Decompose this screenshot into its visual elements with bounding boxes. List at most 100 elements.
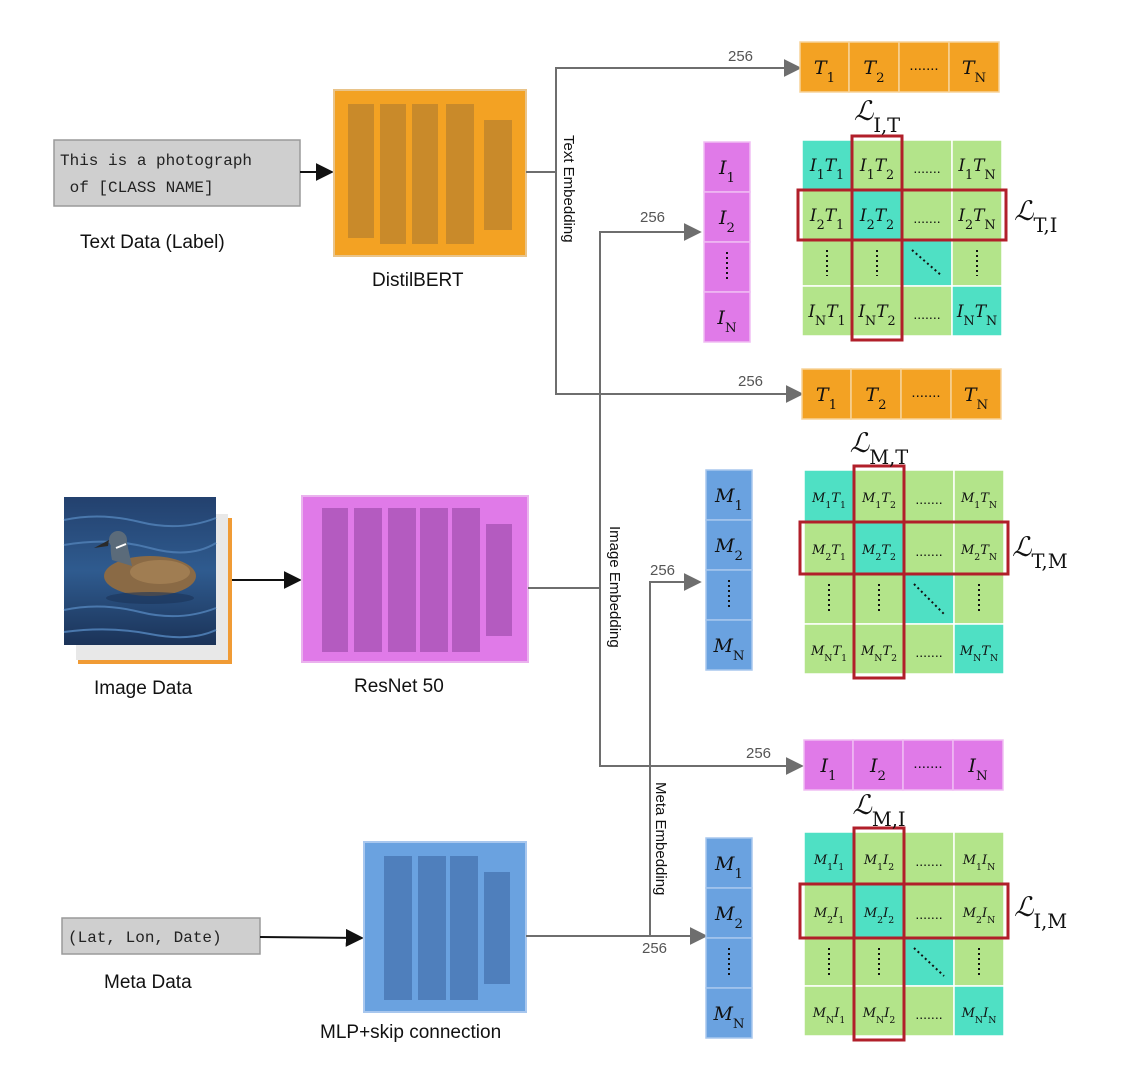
matrix-cell — [851, 139, 903, 191]
matrix-cell-label: I2T1 — [809, 206, 844, 233]
matrix-cell-label: M1IN — [962, 853, 996, 873]
matrix-cell — [953, 831, 1005, 885]
matrix-cell-label: I1T1 — [809, 156, 844, 183]
matrix-cell — [803, 623, 855, 675]
embedding-cell-label: T2 — [863, 57, 884, 86]
embedding-cell — [703, 191, 751, 243]
embedding-cell-label: M2 — [714, 535, 743, 564]
embedding-cell — [705, 519, 753, 571]
matrix-dots: ....... — [915, 853, 942, 869]
embedding-cell — [801, 368, 852, 420]
text-input: This is a photograph of [CLASS NAME] Tex… — [53, 139, 301, 253]
matrix-cell — [951, 139, 1003, 191]
meta-input-arrow — [259, 928, 364, 947]
matrix-cell — [903, 985, 955, 1037]
embedding-dots: ....... — [909, 57, 938, 74]
matrix-cell — [801, 189, 853, 241]
embedding-cell-label: I1 — [718, 157, 735, 186]
meta-data-caption: Meta Data — [104, 972, 192, 993]
matrix-cell — [853, 937, 905, 987]
row-highlight — [796, 188, 1008, 242]
text-data-caption: Text Data (Label) — [80, 232, 225, 253]
matrix-cell-label: MNT2 — [860, 644, 897, 664]
text-embedding-label: Text Embedding — [560, 135, 577, 243]
matrix-cell-label: M2T2 — [861, 543, 896, 563]
matrix-cell-label: M2TN — [960, 543, 997, 563]
matrix-cell — [851, 285, 903, 337]
matrix-cell — [953, 521, 1005, 575]
embedding-cell — [850, 368, 902, 420]
image-embedding-label: Image Embedding — [606, 526, 623, 648]
meta-input: (Lat, Lon, Date) Meta Data — [61, 917, 261, 993]
embedding-cell-label: TN — [962, 57, 987, 86]
image-input: Image Data — [63, 497, 232, 699]
embedding-cell — [799, 41, 850, 93]
embedding-cell — [848, 41, 900, 93]
embedding-cell-label: I2 — [869, 755, 886, 784]
matrix-diagonal-cell — [853, 883, 905, 939]
mlp-label: MLP+skip connection — [320, 1022, 501, 1043]
embedding-cell — [705, 987, 753, 1039]
embedding-cell-label: IN — [967, 755, 988, 784]
matrix-cell — [901, 285, 953, 337]
embedding-cell-label: T1 — [814, 57, 835, 86]
embedding-cell-label: MN — [712, 635, 744, 664]
matrix-cell-label: MNI1 — [812, 1006, 846, 1026]
matrix-diagonal-cell — [801, 139, 853, 191]
matrix-cell-label: I1T2 — [859, 156, 894, 183]
embedding-cell — [705, 619, 753, 671]
matrix-cell — [801, 285, 853, 337]
matrix-cell-label: MNT1 — [810, 644, 847, 664]
loss-label-top: ℒM,T — [850, 428, 909, 469]
matrix-cell — [953, 883, 1005, 939]
matrix-cell — [803, 937, 855, 987]
matrix-cell-label: M1T2 — [861, 491, 896, 511]
loss-label-top: ℒI,T — [854, 96, 900, 137]
matrix-cell — [853, 985, 905, 1037]
matrix-diagonal-cell — [803, 831, 855, 885]
matrix-cell — [951, 239, 1003, 287]
embedding-cell — [900, 368, 952, 420]
matrix-cell-label: INTN — [956, 302, 997, 329]
mlp-encoder: MLP+skip connection — [320, 841, 527, 1043]
distilbert-label: DistilBERT — [372, 270, 464, 291]
embedding-cell — [902, 739, 954, 791]
embedding-cell — [705, 887, 753, 939]
matrix-dots: ....... — [913, 210, 940, 226]
matrix-dots: ....... — [913, 160, 940, 176]
embedding-cell-label: MN — [712, 1003, 744, 1032]
matrix-cell-label: M1T1 — [811, 491, 846, 511]
matrix-cell — [953, 469, 1005, 523]
text-input-line2: of [CLASS NAME] — [60, 179, 214, 197]
dim-label: 256 — [728, 48, 753, 65]
matrix-dots: ....... — [915, 543, 942, 559]
matrix-dots: ....... — [915, 644, 942, 660]
embedding-cell — [950, 368, 1002, 420]
matrix-cell-label: I2TN — [957, 206, 995, 233]
column-highlight — [852, 464, 906, 680]
text-input-line1: This is a photograph — [60, 152, 252, 170]
resnet50-encoder: ResNet 50 — [301, 495, 529, 697]
loss-label-right: ℒI,M — [1014, 892, 1067, 933]
embedding-cell-label: M1 — [714, 853, 743, 882]
embedding-cell-label: TN — [964, 384, 989, 413]
embedding-cell-label: I2 — [718, 207, 735, 236]
matrix-cell — [901, 139, 953, 191]
matrix-diagonal-cell — [953, 985, 1005, 1037]
embedding-cell-label: I1 — [820, 755, 837, 784]
matrix-cell-label: INT2 — [857, 302, 895, 329]
dim-label: 256 — [642, 940, 667, 957]
embedding-cell — [948, 41, 1000, 93]
matrix-cell-label: M2IN — [962, 906, 996, 926]
matrix-diagonal-cell — [953, 623, 1005, 675]
matrix-cell-label: M2T1 — [811, 543, 846, 563]
embedding-cell-label: M2 — [714, 903, 743, 932]
